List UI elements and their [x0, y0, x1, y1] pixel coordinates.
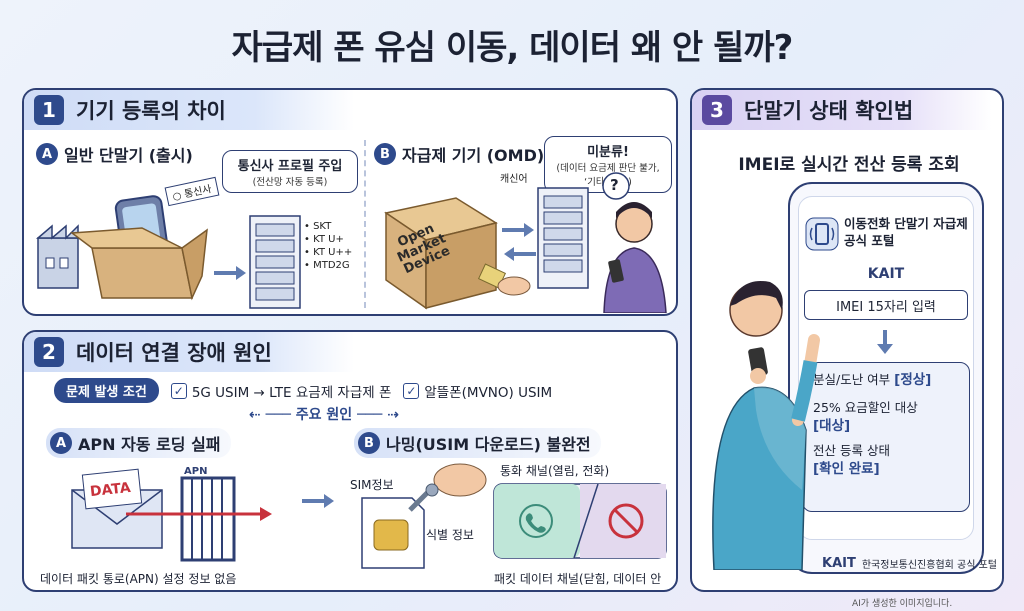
checkbox-icon: ✓	[170, 382, 187, 399]
cause-a-label: APN 자동 로딩 실패	[78, 435, 221, 454]
badge-b: B	[374, 143, 396, 165]
section-3-number: 3	[702, 95, 732, 125]
server-rack-icon	[249, 215, 301, 309]
section-1-divider	[364, 140, 366, 308]
arrow-right-icon	[214, 266, 246, 280]
imei-input[interactable]: IMEI 15자리 입력	[804, 290, 968, 320]
sim-card-icon	[361, 497, 425, 569]
apn-gate-icon	[180, 476, 236, 562]
unclassified-title: 미분류!	[587, 145, 629, 160]
status-discount: 25% 요금할인 대상[대상]	[813, 399, 918, 434]
imei-check-subtitle: IMEI로 실시간 전산 등록 조회	[738, 155, 960, 175]
open-box-icon	[384, 197, 498, 310]
status-registration: 전산 등록 상태[확인 완료]	[813, 443, 890, 478]
confused-person-icon	[603, 202, 667, 313]
carrier-item: • KT U++	[304, 247, 353, 258]
section-1-title: 기기 등록의 차이	[76, 99, 226, 123]
badge-a: A	[36, 143, 58, 165]
split-arrow-right-icon: ─── ⇢	[352, 407, 399, 423]
status-lost-stolen: 분실/도난 여부 [정상]	[813, 372, 932, 388]
sim-key-illustration	[361, 463, 487, 569]
envelope-icon	[71, 468, 163, 549]
factory-icon	[35, 224, 79, 289]
arrow-down-icon	[877, 330, 893, 354]
section-1-number: 1	[34, 95, 64, 125]
general-device-heading: A 일반 단말기 (출시)	[36, 142, 193, 166]
carrier-item: • SKT	[304, 221, 332, 232]
split-arrow-left-icon: ⇠ ───	[249, 407, 296, 423]
imei-input-text: IMEI 15자리 입력	[836, 299, 936, 315]
cause-b-label: 나밍(USIM 다운로드) 불완전	[386, 435, 591, 454]
general-device-label: 일반 단말기 (출시)	[64, 146, 193, 165]
footer-kait-logo: KAIT	[822, 556, 856, 571]
sim-card-hand-icon	[477, 263, 531, 296]
section-3-footer: KAIT 한국정보통신진흥협회 공식 포털	[822, 556, 997, 571]
section-data-failure-causes: 2 데이터 연결 장애 원인 문제 발생 조건 ✓5G USIM → LTE 요…	[22, 330, 678, 592]
main-cause-text: 주요 원인	[295, 407, 353, 423]
question-bubble-icon	[602, 172, 630, 200]
voice-channel-label: 통화 채널(열림, 전화)	[500, 464, 610, 478]
arrow-right-icon	[302, 494, 334, 508]
apn-caption: 데이터 패킷 통로(APN) 설정 정보 없음	[40, 572, 237, 586]
badge-a: A	[50, 432, 72, 454]
condition-item: ✓5G USIM → LTE 요금제 자급제 폰	[170, 381, 391, 401]
section-device-registration: 1 기기 등록의 차이 A 일반 단말기 (출시)	[22, 88, 678, 316]
data-channel-label: 패킷 데이터 채널(닫힘, 데이터 안됨)	[494, 572, 662, 590]
apn-failure-illustration	[71, 468, 272, 562]
omd-device-illustration	[384, 172, 667, 313]
carrier-profile-bubble: 통신사 프로필 주입 (전산망 자동 등록)	[222, 150, 358, 193]
mobile-app-icon	[805, 217, 839, 251]
kait-logo: KAIT	[867, 266, 905, 282]
conditions-row: 문제 발생 조건 ✓5G USIM → LTE 요금제 자급제 폰 ✓알뜰폰(M…	[54, 378, 552, 403]
unclassified-bubble: 미분류! (데이터 요금제 판단 불가, ‘기타 단말’)	[544, 136, 672, 193]
carrier-profile-title: 통신사 프로필 주입	[237, 159, 343, 174]
question-mark: ?	[610, 176, 619, 194]
channel-illustration	[493, 483, 667, 559]
carrier-profile-sub: (전산망 자동 등록)	[252, 177, 328, 188]
red-arrow-icon	[126, 507, 272, 521]
carrier-list: • SKT • KT U+ • KT U++ • MTD2G	[304, 220, 352, 272]
id-info-label: 식별 정보	[426, 528, 474, 542]
section-2-number: 2	[34, 337, 64, 367]
omd-device-heading: B 자급제 기기 (OMD)	[374, 142, 544, 166]
carrier-item: • MTD2G	[304, 260, 350, 271]
arrows-exchange-icon	[502, 223, 536, 261]
blocked-icon	[608, 503, 644, 539]
section-2-header: 2 데이터 연결 장애 원인	[24, 332, 354, 372]
apn-tag: APN	[184, 466, 208, 477]
carrier-item: • KT U+	[304, 234, 344, 245]
person-pointing-icon	[712, 281, 821, 570]
carrier-server-label: 캐신어	[500, 174, 528, 185]
checkbox-icon: ✓	[403, 382, 420, 399]
cause-a-heading: A APN 자동 로딩 실패	[46, 428, 231, 458]
section-1-header: 1 기기 등록의 차이	[24, 90, 354, 130]
condition-label: 문제 발생 조건	[54, 378, 159, 403]
page-title: 자급제 폰 유심 이동, 데이터 왜 안 될까?	[231, 28, 794, 68]
section-2-title: 데이터 연결 장애 원인	[76, 341, 272, 365]
cause-b-heading: B 나밍(USIM 다운로드) 불완전	[354, 428, 601, 458]
omd-device-label: 자급제 기기 (OMD)	[402, 146, 545, 165]
portal-title: 이동전화 단말기 자급제 공식 포털	[844, 216, 968, 248]
status-result-box: 분실/도난 여부 [정상] 25% 요금할인 대상[대상] 전산 등록 상태[확…	[802, 362, 970, 512]
box-with-phone-icon	[69, 195, 208, 301]
main-cause-label: ⇠ ─── 주요 원인 ─── ⇢	[174, 404, 474, 424]
ai-watermark: AI가 생성한 이미지입니다.	[852, 599, 953, 609]
section-3-header: 3 단말기 상태 확인법	[692, 90, 992, 130]
phone-call-icon	[519, 504, 553, 538]
badge-b: B	[358, 432, 380, 454]
sim-info-label: SIM정보	[350, 478, 394, 492]
server-rack-icon	[537, 187, 589, 289]
section-3-title: 단말기 상태 확인법	[744, 99, 914, 123]
key-hand-icon	[408, 463, 487, 512]
footer-text: 한국정보통신진흥협회 공식 포털	[861, 560, 998, 571]
condition-item: ✓알뜰폰(MVNO) USIM	[403, 381, 552, 401]
general-device-illustration	[35, 195, 301, 309]
